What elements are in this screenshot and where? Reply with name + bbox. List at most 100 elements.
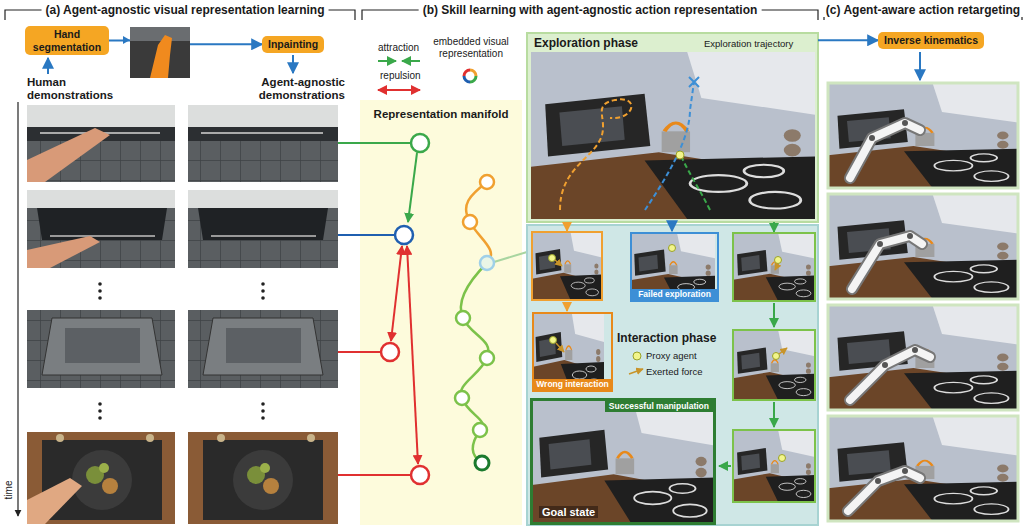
interaction-scene bbox=[773, 402, 775, 427]
manifold-curve bbox=[494, 252, 527, 262]
interaction-scene bbox=[733, 330, 815, 400]
ellipsis-dots bbox=[261, 416, 265, 420]
robot-arm bbox=[848, 120, 930, 511]
robot-frame bbox=[828, 305, 1018, 410]
embedding-link bbox=[407, 246, 418, 464]
segmentation-photo bbox=[123, 27, 190, 78]
demonstration-photo bbox=[27, 105, 175, 127]
robot-arm bbox=[848, 471, 920, 511]
demonstration-photo bbox=[27, 105, 175, 182]
interaction-scene bbox=[773, 222, 775, 232]
demonstration-photo bbox=[65, 328, 140, 363]
legend-sample bbox=[378, 60, 396, 62]
demonstration-photo bbox=[188, 432, 338, 524]
interaction-scene bbox=[671, 222, 673, 231]
embedding-link bbox=[338, 474, 411, 476]
interaction-scene bbox=[733, 430, 815, 502]
ellipsis-dots bbox=[261, 409, 265, 413]
embedding-point bbox=[411, 466, 429, 484]
robot-arm bbox=[875, 478, 881, 484]
node-title: Representation manifold bbox=[360, 108, 522, 120]
node-title: Inverse kinematics bbox=[884, 34, 978, 47]
segmentation-photo bbox=[150, 35, 172, 78]
robot-arm bbox=[848, 123, 930, 511]
interaction-scene bbox=[556, 343, 564, 352]
embedding-point bbox=[381, 343, 399, 361]
legend-sample bbox=[470, 70, 476, 76]
legend-sample bbox=[402, 60, 420, 62]
ellipsis-dots bbox=[98, 416, 102, 420]
flow-arrow bbox=[47, 58, 49, 74]
segmentation-photo bbox=[130, 27, 190, 41]
demonstration-photo bbox=[27, 310, 175, 388]
axis-label: time bbox=[3, 475, 15, 505]
demonstration-photo bbox=[42, 318, 162, 375]
robot-arm bbox=[907, 233, 913, 239]
interaction-scene bbox=[719, 465, 731, 467]
embedding-link bbox=[391, 246, 402, 341]
stage-panel: Exploration phase bbox=[527, 33, 818, 222]
robot-arm bbox=[902, 468, 908, 474]
robot-frame bbox=[828, 416, 1018, 521]
manifold-curve bbox=[473, 423, 487, 437]
interaction-scene bbox=[532, 232, 602, 300]
process-box: Inpainting bbox=[262, 36, 324, 53]
interaction-scene bbox=[733, 233, 815, 301]
interaction-scene bbox=[775, 264, 778, 270]
embedding-link bbox=[408, 153, 417, 222]
manifold-curve bbox=[463, 215, 477, 229]
interaction-scene bbox=[566, 302, 568, 311]
robot-frame bbox=[828, 83, 1018, 521]
exploration-scene bbox=[531, 52, 815, 219]
robot-arm bbox=[882, 362, 888, 368]
demonstration-photo bbox=[27, 190, 175, 268]
exploration-scene bbox=[689, 77, 699, 87]
interaction-scene bbox=[633, 352, 641, 360]
robot-arm bbox=[850, 123, 920, 178]
legend-label: attraction bbox=[378, 42, 419, 53]
interaction-scene bbox=[773, 303, 775, 327]
manifold-curve bbox=[480, 256, 494, 270]
embedding-point bbox=[395, 226, 413, 244]
interaction-scene bbox=[550, 337, 557, 344]
flow-connector bbox=[818, 39, 878, 41]
ellipsis-dots bbox=[98, 282, 102, 286]
node-title: Interaction phase bbox=[615, 331, 718, 345]
legend-sample bbox=[464, 70, 470, 76]
demonstration-photo bbox=[72, 450, 132, 510]
legend-label: Proxy agent bbox=[646, 350, 697, 361]
demonstration-photo bbox=[217, 434, 225, 442]
robot-arm bbox=[869, 120, 918, 484]
ellipsis-dots bbox=[261, 289, 265, 293]
manifold-curve bbox=[480, 351, 494, 365]
flow-arrow bbox=[292, 55, 294, 73]
node-title: Inpainting bbox=[268, 38, 318, 51]
robot-frame bbox=[828, 194, 1018, 299]
robot-arm bbox=[877, 241, 883, 247]
node-title: Exploration phase bbox=[532, 36, 640, 50]
embedding-point bbox=[411, 134, 429, 152]
robot-arm bbox=[852, 236, 922, 289]
interaction-scene bbox=[527, 222, 818, 525]
robot-arm bbox=[850, 350, 930, 400]
legend-sample bbox=[464, 76, 470, 82]
robot-arm bbox=[912, 347, 918, 353]
segmentation-photo bbox=[123, 36, 130, 44]
node-caption: Goal state bbox=[539, 506, 598, 518]
interaction-scene bbox=[555, 260, 562, 266]
process-box: Inverse kinematics bbox=[878, 32, 984, 49]
ellipsis-dots bbox=[98, 282, 265, 420]
robot-frame bbox=[828, 194, 1018, 299]
legend-sample bbox=[470, 76, 476, 82]
robot-arm bbox=[850, 123, 920, 178]
interaction-scene bbox=[629, 369, 643, 374]
demonstration-photo bbox=[203, 318, 323, 375]
demonstration-photo bbox=[27, 432, 175, 524]
interaction-scene bbox=[532, 232, 602, 300]
demonstration-photo bbox=[27, 236, 100, 268]
embedding-link bbox=[338, 351, 381, 353]
ellipsis-dots bbox=[261, 296, 265, 300]
demonstration-photo bbox=[188, 127, 338, 141]
